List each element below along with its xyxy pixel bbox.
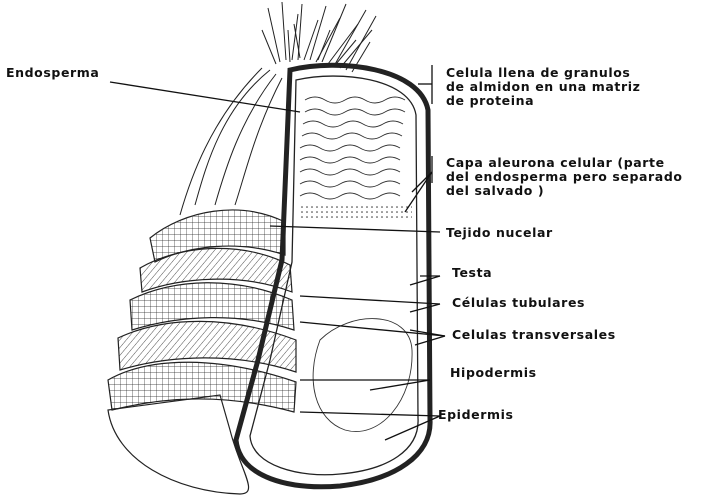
label-cross-cells: Celulas transversales <box>452 328 616 341</box>
aleurone-dots <box>300 205 412 219</box>
label-endosperm: Endosperma <box>6 66 99 79</box>
label-aleurone-line2: del endosperma pero separado <box>446 170 683 183</box>
brush-hairs <box>262 2 376 72</box>
label-aleurone-line3: del salvado ) <box>446 184 544 197</box>
label-cell-line3: de proteina <box>446 94 534 107</box>
label-tube-cells: Células tubulares <box>452 296 585 309</box>
pericarp-outer <box>180 68 282 215</box>
label-cell-line2: de almidon en una matriz <box>446 80 640 93</box>
germ-shell <box>108 395 249 494</box>
label-nucellar-tissue: Tejido nucelar <box>446 226 553 239</box>
label-testa: Testa <box>452 266 492 279</box>
label-cell-line1: Celula llena de granulos <box>446 66 630 79</box>
label-epidermis: Epidermis <box>438 408 514 421</box>
starch-cells <box>300 97 405 199</box>
label-hypodermis: Hipodermis <box>450 366 537 379</box>
label-aleurone-line1: Capa aleurona celular (parte <box>446 156 665 169</box>
